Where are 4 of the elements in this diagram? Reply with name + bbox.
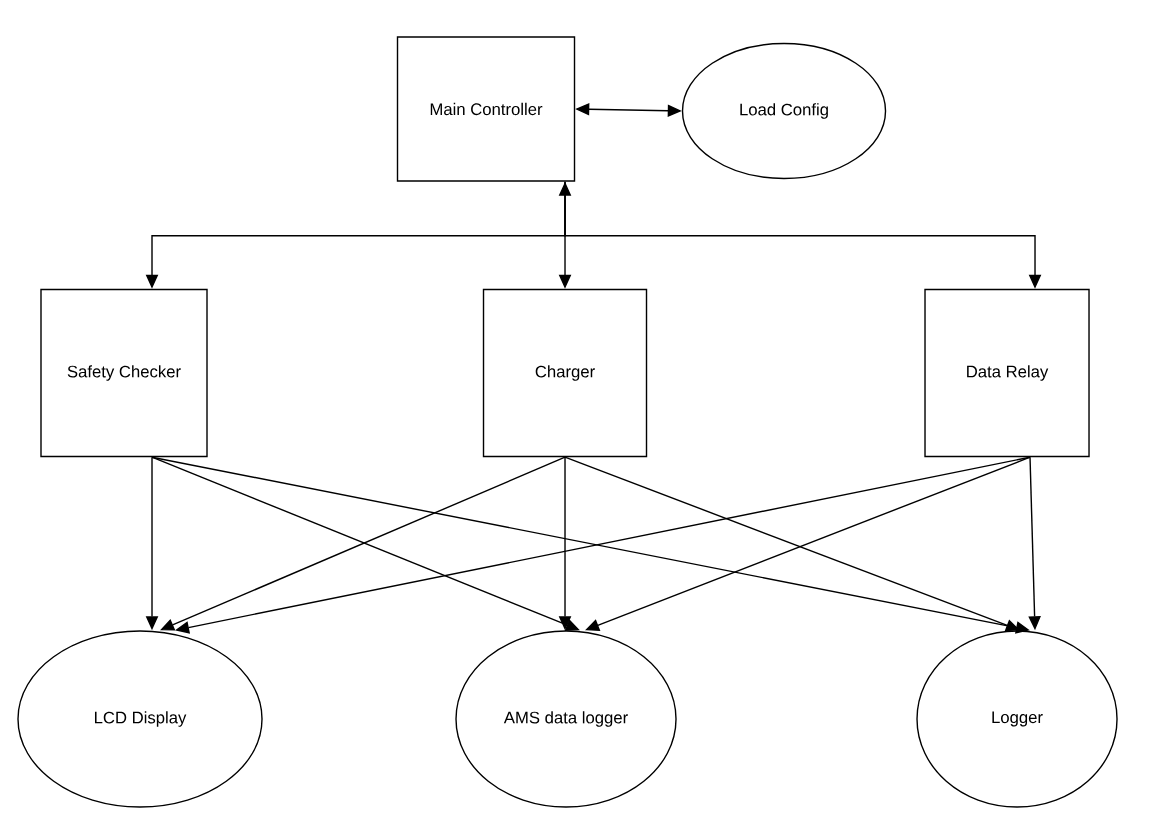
process-box: Data Relay [924, 288, 1090, 458]
process-box: Main Controller [396, 36, 576, 182]
process-box: Charger [482, 288, 648, 458]
process-box: Safety Checker [40, 288, 208, 458]
